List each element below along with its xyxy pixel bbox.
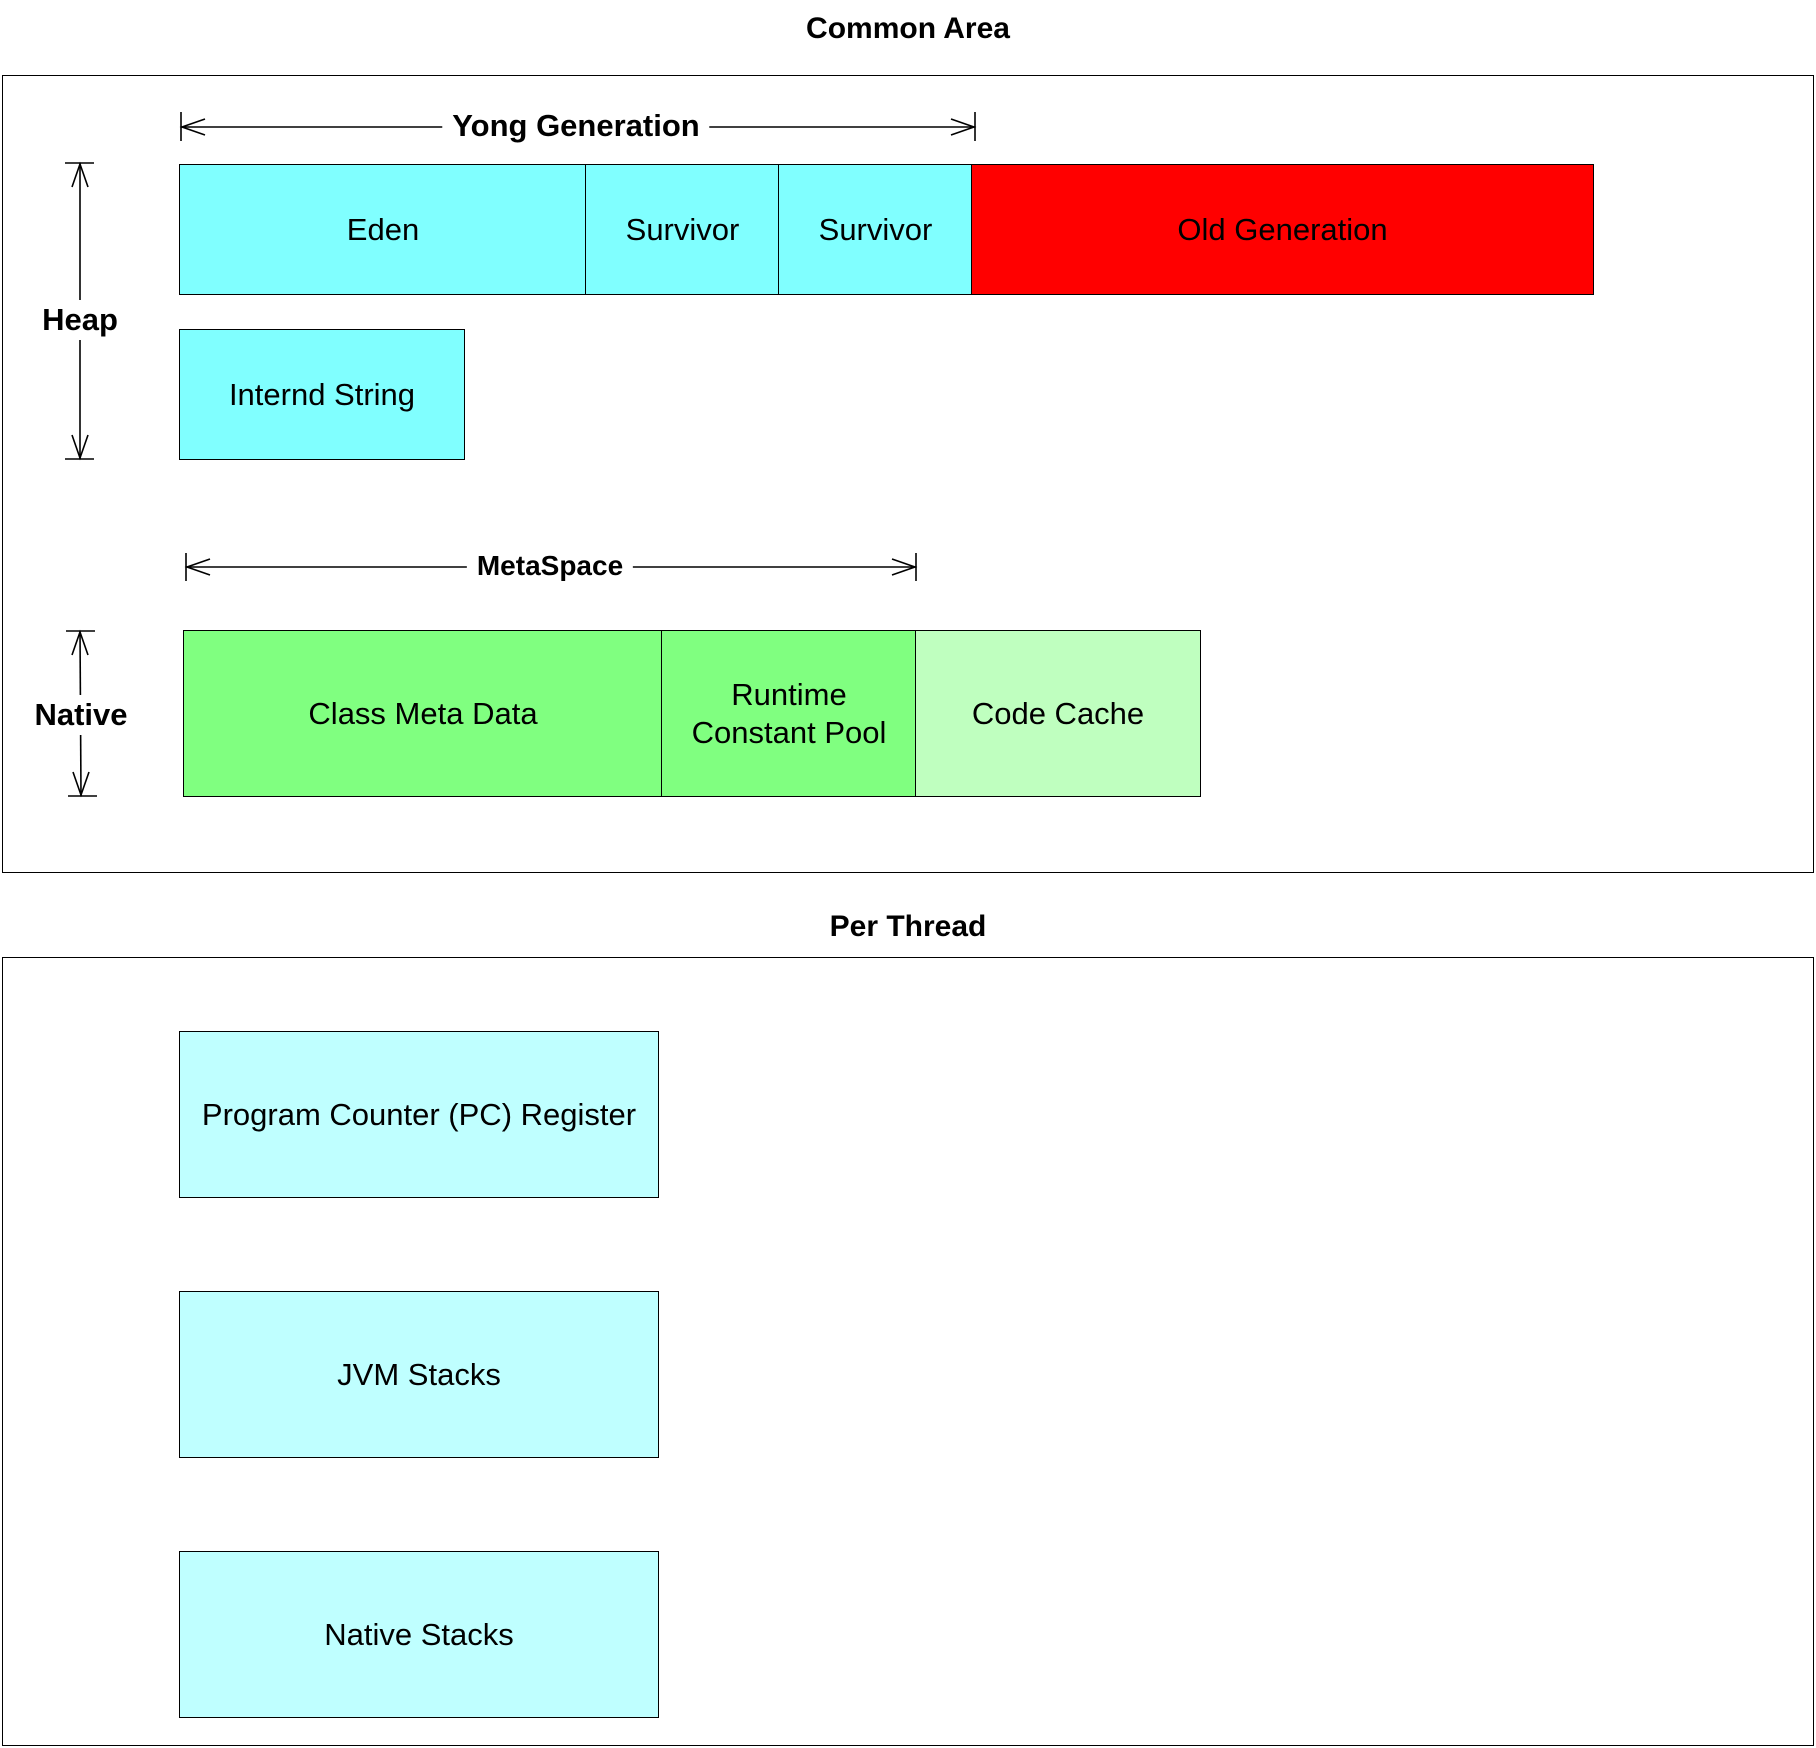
survivor-region-2: Survivor — [778, 164, 973, 295]
metaspace-right-arrowhead — [891, 558, 918, 576]
survivor-region-1: Survivor — [585, 164, 780, 295]
per-thread-title: Per Thread — [829, 910, 987, 943]
common-area-title: Common Area — [806, 12, 1010, 45]
native-top-arrowhead — [71, 629, 89, 656]
metaspace-label: MetaSpace — [466, 550, 634, 582]
heap-top-arrowhead — [71, 161, 89, 188]
runtime-constant-pool-region: Runtime Constant Pool — [661, 630, 917, 797]
jvm-stacks-region: JVM Stacks — [179, 1291, 659, 1458]
young-gen-left-arrowhead — [179, 118, 206, 136]
class-meta-data-region: Class Meta Data — [183, 630, 663, 797]
heap-label: Heap — [30, 300, 130, 340]
native-stacks-region: Native Stacks — [179, 1551, 659, 1718]
heap-bottom-arrowhead — [71, 434, 89, 461]
eden-region: Eden — [179, 164, 587, 295]
young-gen-right-arrowhead — [950, 118, 977, 136]
interned-string-region: Internd String — [179, 329, 465, 460]
young-generation-label: Yong Generation — [442, 108, 710, 144]
metaspace-left-arrowhead — [184, 558, 211, 576]
old-generation-region: Old Generation — [971, 164, 1594, 295]
native-label: Native — [25, 695, 137, 735]
pc-register-region: Program Counter (PC) Register — [179, 1031, 659, 1198]
native-bottom-arrowhead — [72, 771, 90, 798]
code-cache-region: Code Cache — [915, 630, 1201, 797]
